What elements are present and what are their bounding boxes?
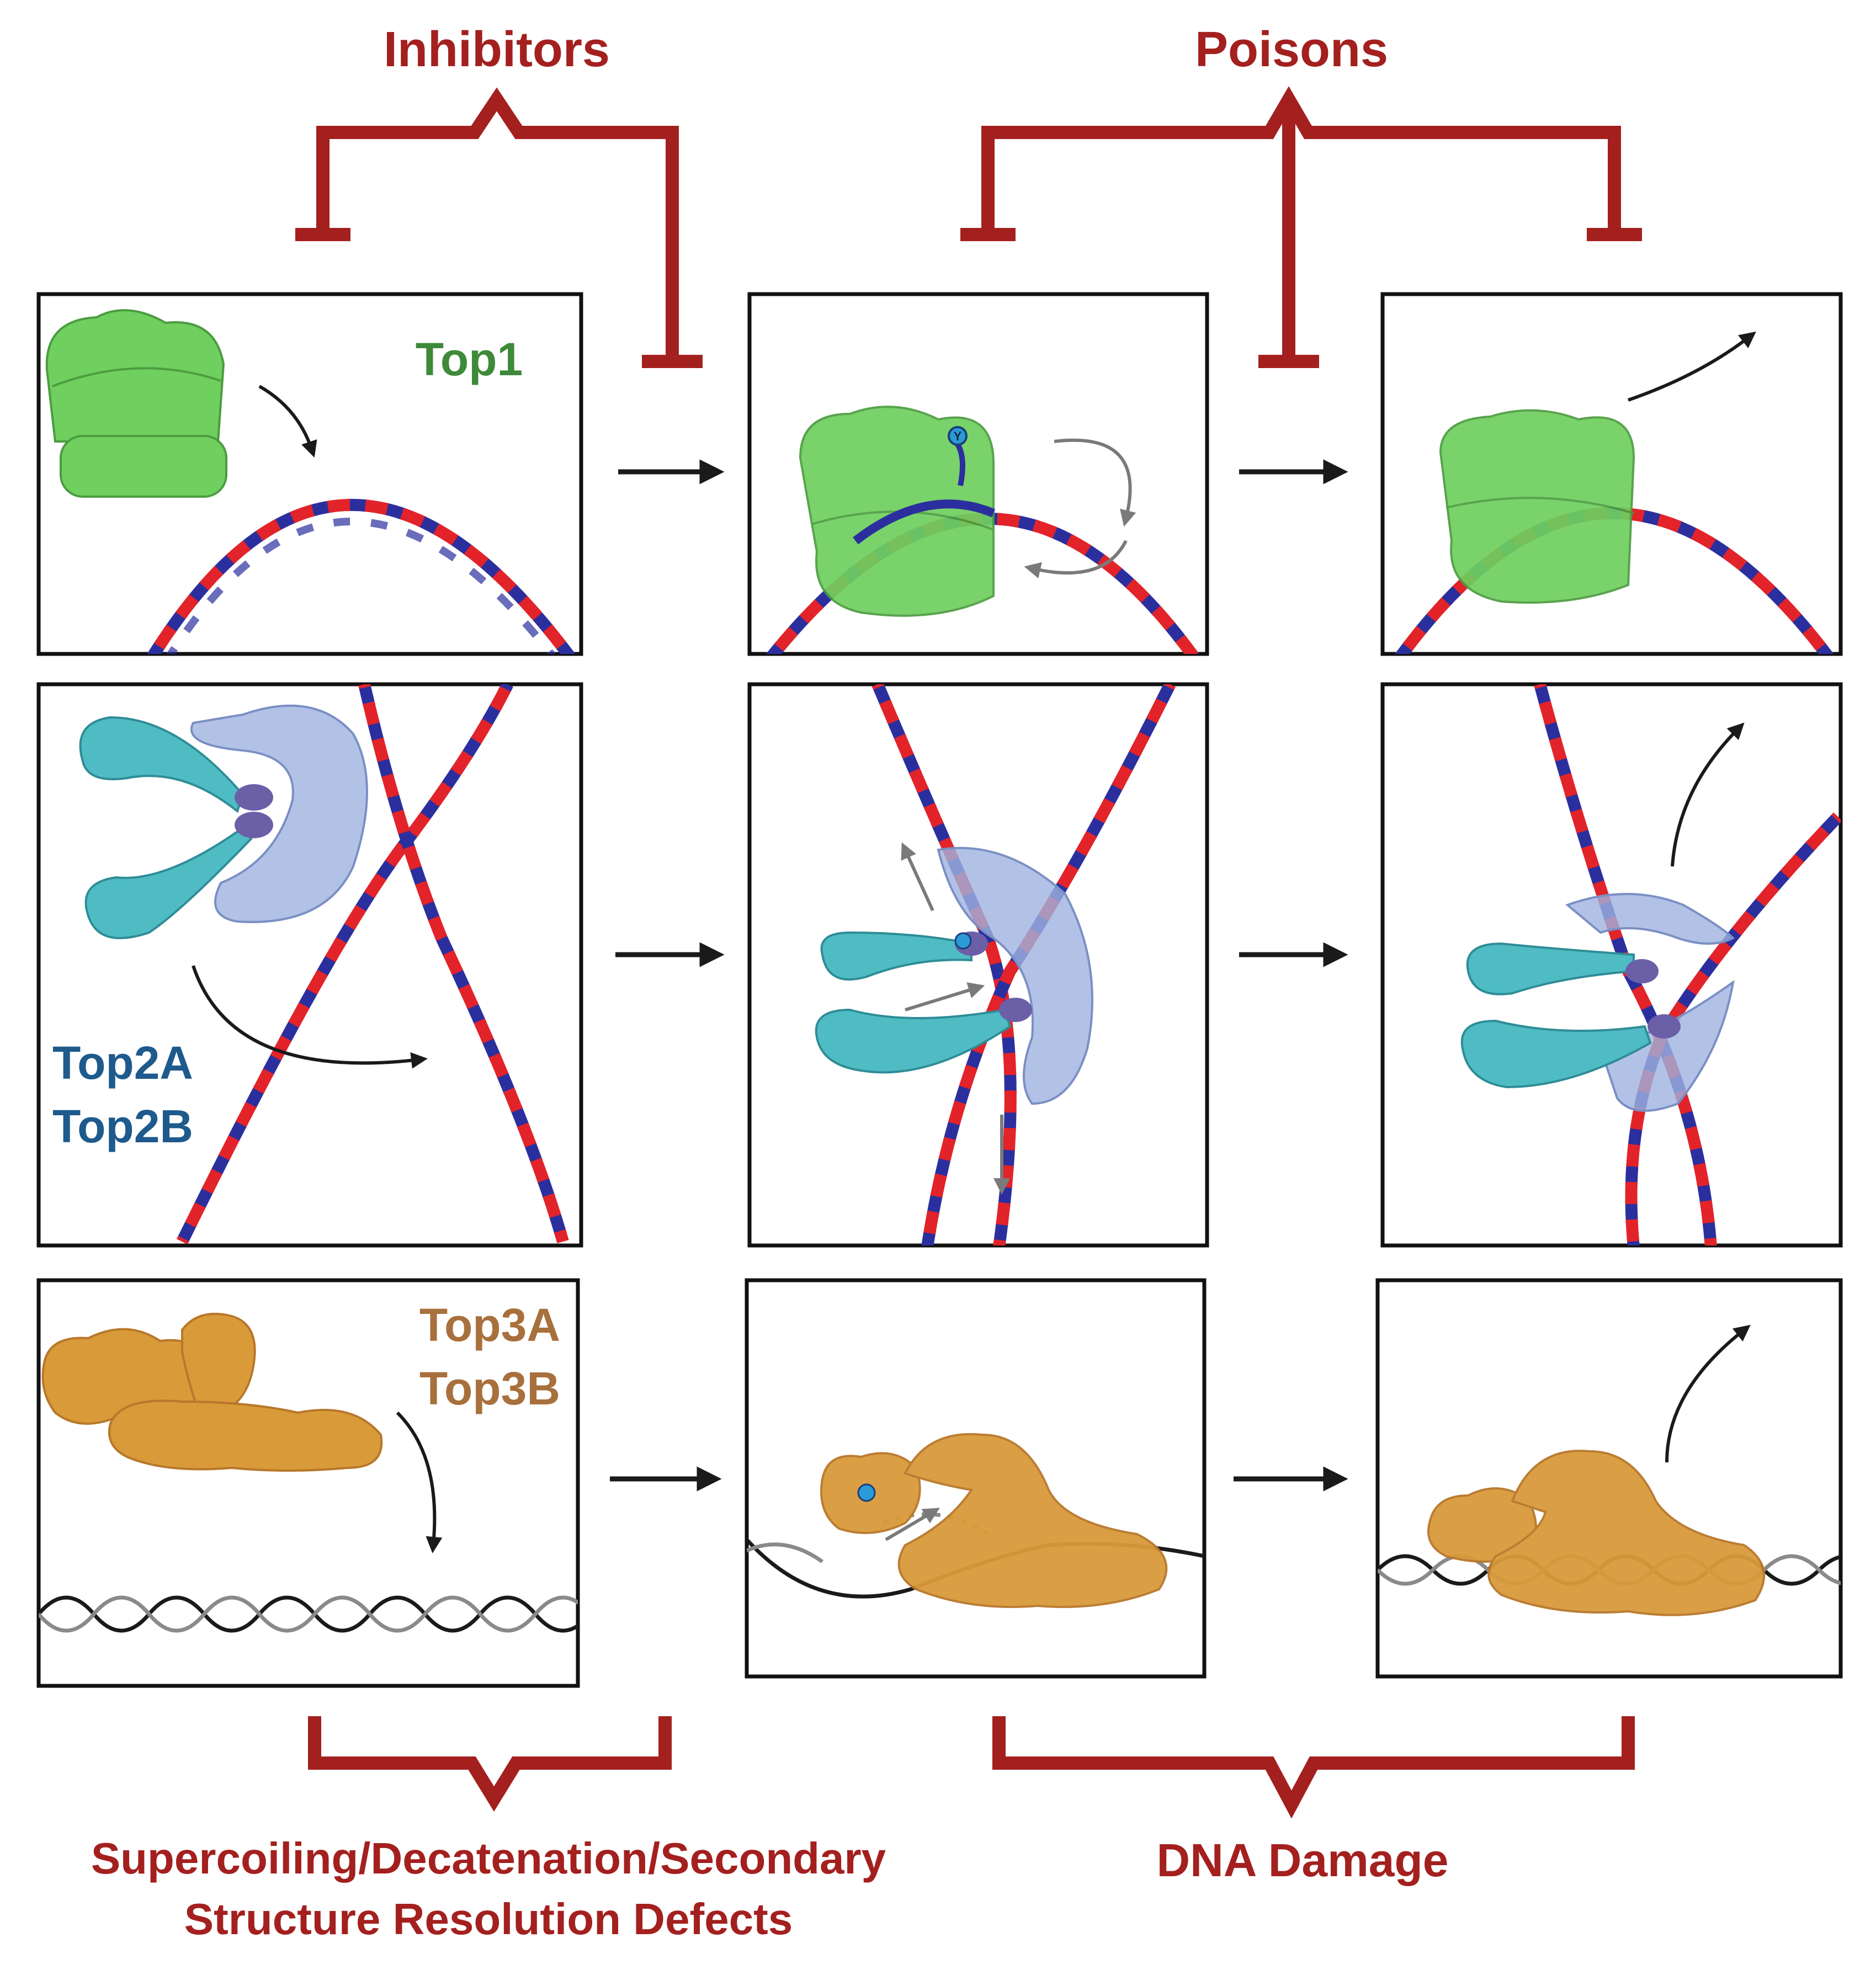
top1-religation-scene bbox=[1395, 331, 1834, 654]
inhibitors-bracket bbox=[295, 87, 703, 368]
top1-cleavage-scene: Y bbox=[766, 406, 1199, 654]
top3b-label: Top3B bbox=[419, 1362, 560, 1414]
panel-top3-cleavage bbox=[745, 1278, 1207, 1679]
strand-passage-arrow bbox=[885, 1508, 940, 1541]
strand-passage-arrow bbox=[901, 842, 934, 912]
top1-protein bbox=[45, 309, 227, 498]
panel-top3-religation bbox=[1375, 1278, 1843, 1679]
panel-top1-free bbox=[36, 292, 583, 656]
svg-text:Y: Y bbox=[954, 429, 962, 443]
top2-cleavage-scene bbox=[815, 684, 1176, 1245]
defects-bracket bbox=[308, 1716, 672, 1812]
top2-protein bbox=[79, 704, 368, 939]
top3-protein bbox=[41, 1312, 383, 1472]
release-arrow bbox=[1628, 331, 1756, 402]
dna-helix-arc bbox=[147, 499, 576, 654]
binding-arrow bbox=[396, 1411, 443, 1553]
top3a-label: Top3A bbox=[419, 1299, 560, 1351]
poisons-label: Poisons bbox=[1195, 22, 1388, 77]
gate-domain bbox=[235, 784, 273, 811]
dna-helix-crossing-a bbox=[177, 684, 513, 1244]
poisons-bracket bbox=[960, 86, 1642, 368]
panel-top3-free bbox=[36, 1278, 580, 1688]
tyrosine-marker bbox=[857, 1483, 876, 1502]
tyrosine-marker bbox=[948, 426, 968, 446]
panel-top2-free bbox=[36, 682, 583, 1248]
top2-free-scene bbox=[79, 684, 569, 1244]
top3-release-protein bbox=[1427, 1450, 1765, 1616]
panel-top1-cleavage bbox=[747, 292, 1209, 656]
panel-top2-religation bbox=[1380, 682, 1843, 1248]
flow-arrows bbox=[610, 459, 1348, 1492]
dna-damage-label: DNA Damage bbox=[1156, 1834, 1448, 1886]
top2-bound-protein bbox=[815, 847, 1093, 1105]
top3-bound-protein bbox=[820, 1433, 1168, 1608]
top1-release-protein bbox=[1439, 409, 1635, 604]
dna-damage-bracket bbox=[992, 1716, 1635, 1819]
rotation-arrow bbox=[1054, 438, 1136, 527]
panel-frames bbox=[36, 292, 1843, 1688]
release-arrow bbox=[1665, 1324, 1751, 1463]
binding-arrow bbox=[258, 385, 317, 458]
release-arrow bbox=[1671, 722, 1745, 867]
top1-label: Top1 bbox=[416, 333, 523, 385]
inhibitors-label: Inhibitors bbox=[384, 22, 610, 77]
panel-top1-religation bbox=[1380, 292, 1843, 656]
top3-religation-scene bbox=[1378, 1324, 1841, 1616]
top3-cleavage-scene bbox=[747, 1433, 1204, 1608]
top1-free-scene bbox=[45, 309, 576, 654]
binding-arrow bbox=[192, 965, 428, 1069]
panel-top2-cleavage bbox=[747, 682, 1209, 1248]
tyrosine-marker bbox=[954, 932, 972, 950]
top2-religation-scene bbox=[1460, 684, 1841, 1245]
top2a-label: Top2A bbox=[52, 1037, 193, 1089]
top3-free-scene bbox=[39, 1312, 578, 1633]
top2-release-protein bbox=[1460, 893, 1735, 1112]
top2b-label: Top2B bbox=[52, 1100, 193, 1152]
defects-label-line1: Supercoiling/Decatenation/Secondary bbox=[91, 1834, 886, 1883]
defects-label-line2: Structure Resolution Defects bbox=[184, 1894, 793, 1944]
